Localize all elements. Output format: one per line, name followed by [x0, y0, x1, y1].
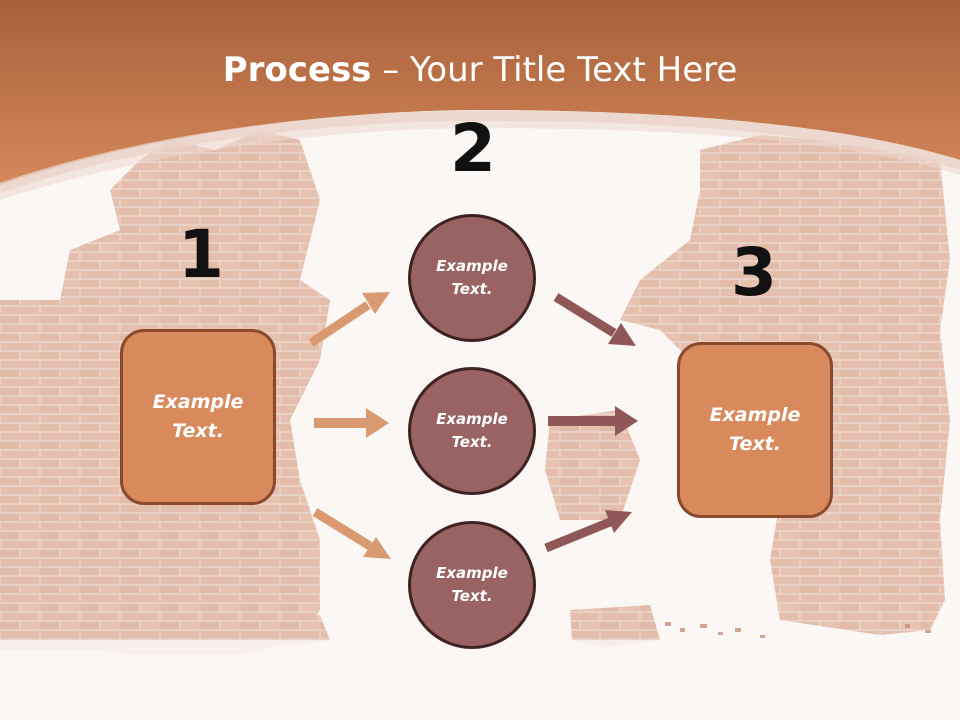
- middle-circle: Example Text.: [408, 367, 536, 495]
- slide-title: Process – Your Title Text Here: [0, 50, 960, 90]
- top-circle-text: Example Text.: [436, 257, 508, 298]
- title-rest: – Your Title Text Here: [371, 50, 738, 90]
- right-box-text: Example Text.: [709, 404, 801, 455]
- bottom-circle-text: Example Text.: [436, 564, 508, 605]
- rubble: [665, 622, 931, 638]
- middle-circle-text: Example Text.: [436, 410, 508, 451]
- top-circle: Example Text.: [408, 214, 536, 342]
- step-number-1: 1: [178, 216, 224, 293]
- left-box-text: Example Text.: [152, 391, 244, 442]
- bottom-circle: Example Text.: [408, 521, 536, 649]
- right-text-box: Example Text.: [677, 342, 833, 518]
- arrow-bottom-circle-to-box: [544, 510, 632, 553]
- arrow-middle-circle-to-box: [548, 406, 638, 436]
- step-number-2: 2: [450, 110, 496, 187]
- arrow-box-to-top-circle: [308, 292, 390, 347]
- arrow-box-to-middle-circle: [314, 408, 389, 438]
- title-bold: Process: [222, 50, 372, 90]
- step-number-3: 3: [731, 234, 777, 311]
- header-curve-band: [0, 110, 960, 200]
- header-band: [0, 0, 960, 185]
- left-text-box: Example Text.: [120, 329, 276, 505]
- arrow-box-to-bottom-circle: [312, 508, 391, 559]
- arrow-top-circle-to-box: [553, 293, 636, 346]
